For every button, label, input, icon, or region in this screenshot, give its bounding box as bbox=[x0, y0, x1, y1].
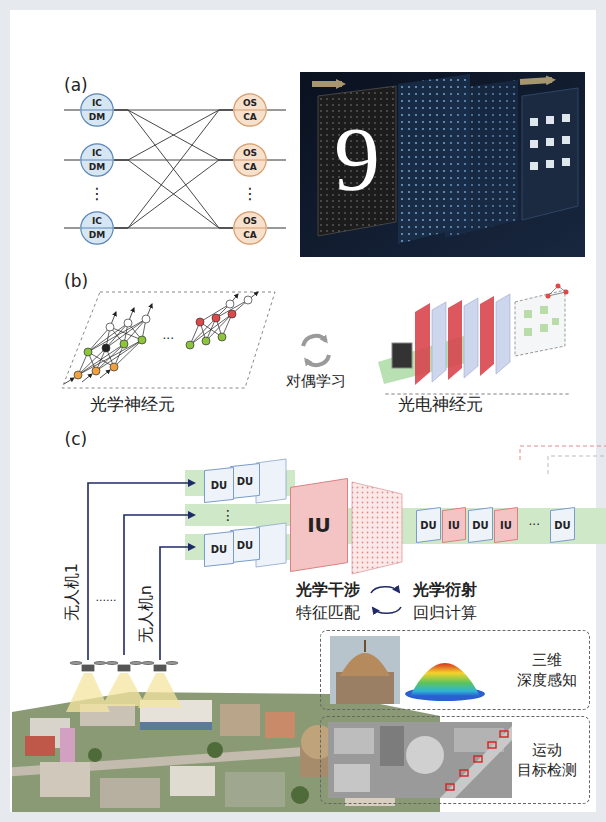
du-panel: DU bbox=[468, 507, 493, 543]
du-panel: DU bbox=[230, 463, 260, 499]
node-label: DU bbox=[472, 520, 488, 531]
text-label: ... bbox=[529, 515, 540, 529]
panel-outline bbox=[443, 508, 466, 543]
unit-circle: IC DM bbox=[80, 211, 114, 245]
circle-outline bbox=[81, 144, 113, 176]
iu-panel: IU bbox=[290, 478, 348, 572]
circle-divider bbox=[234, 160, 266, 161]
result-box: 运动 目标检测 bbox=[320, 716, 590, 804]
node-label: IC bbox=[80, 98, 114, 108]
du-panel: DU bbox=[550, 507, 575, 543]
circle-outline bbox=[234, 144, 266, 176]
node-sublabel: CA bbox=[233, 230, 267, 240]
node-label: 三维 深度感知 bbox=[512, 650, 581, 691]
node-label: 运动 目标检测 bbox=[512, 740, 581, 781]
text-label: 9 bbox=[334, 107, 380, 213]
circle-divider bbox=[81, 110, 113, 111]
node-label: IU bbox=[500, 520, 512, 531]
circle-outline bbox=[234, 94, 266, 126]
result-box: 三维 深度感知 bbox=[320, 630, 590, 710]
panel-outline bbox=[551, 508, 575, 543]
node-sublabel: DM bbox=[80, 162, 114, 172]
connector-line bbox=[114, 160, 233, 228]
circle-divider bbox=[234, 110, 266, 111]
connector-line bbox=[114, 110, 233, 228]
node-label: IC bbox=[80, 148, 114, 158]
connector-line bbox=[114, 110, 233, 111]
text-label: ⋮ bbox=[221, 507, 235, 523]
circle-outline bbox=[81, 212, 113, 244]
node-sublabel: CA bbox=[233, 112, 267, 122]
node-label: DU bbox=[420, 520, 436, 531]
du-panel: DU bbox=[416, 507, 441, 543]
circle-outline bbox=[81, 94, 113, 126]
node-label: DU bbox=[237, 540, 253, 551]
text-label: ... bbox=[163, 329, 174, 343]
connector-line bbox=[114, 110, 233, 228]
text-label: (a) bbox=[64, 76, 88, 96]
text-label: ⋮ bbox=[89, 185, 105, 203]
unit-circle: OS CA bbox=[233, 93, 267, 127]
du-panel: DU bbox=[230, 527, 260, 563]
panel-outline bbox=[495, 508, 518, 543]
unit-circle: IC DM bbox=[80, 143, 114, 177]
text-label: (c) bbox=[65, 430, 88, 450]
panel-outline bbox=[291, 479, 348, 572]
node-label: OS bbox=[233, 148, 267, 158]
iu-panel: IU bbox=[442, 507, 466, 543]
circle-outline bbox=[234, 212, 266, 244]
node-label: OS bbox=[233, 216, 267, 226]
node-label: OS bbox=[233, 98, 267, 108]
node-label: DU bbox=[554, 520, 570, 531]
text-label: 光电神经元 bbox=[398, 395, 483, 415]
node-sublabel: DM bbox=[80, 112, 114, 122]
node-label: DU bbox=[237, 476, 253, 487]
node-label: DU bbox=[211, 544, 227, 555]
text-label: (b) bbox=[64, 272, 88, 292]
text-label: 对偶学习 bbox=[286, 373, 346, 390]
text-label: 光学干涉 bbox=[296, 581, 360, 599]
node-label: IU bbox=[307, 514, 331, 536]
text-label: 特征匹配 bbox=[296, 604, 360, 622]
iu-panel: IU bbox=[494, 507, 518, 543]
unit-circle: IC DM bbox=[80, 93, 114, 127]
node-sublabel: CA bbox=[233, 162, 267, 172]
node-label: DU bbox=[211, 480, 227, 491]
connector-line bbox=[114, 160, 233, 161]
connector-line bbox=[114, 228, 233, 229]
circle-divider bbox=[234, 228, 266, 229]
text-label: 光学衍射 bbox=[413, 581, 477, 599]
du-panel: DU bbox=[204, 467, 234, 503]
panel-outline bbox=[469, 508, 493, 543]
panel-outline bbox=[231, 528, 260, 563]
panel-outline bbox=[205, 468, 234, 503]
unit-circle: OS CA bbox=[233, 143, 267, 177]
panel-outline bbox=[231, 464, 260, 499]
connector-line bbox=[114, 160, 233, 228]
node-label: IU bbox=[448, 520, 460, 531]
unit-circle: OS CA bbox=[233, 211, 267, 245]
connector-line bbox=[114, 110, 233, 160]
connector-line bbox=[114, 110, 233, 160]
text-label: 光学神经元 bbox=[90, 395, 175, 415]
circle-divider bbox=[81, 160, 113, 161]
panel-outline bbox=[205, 532, 234, 567]
text-label: 回归计算 bbox=[413, 604, 477, 622]
du-panel: DU bbox=[204, 531, 234, 567]
text-label: 无人机n bbox=[137, 585, 155, 643]
panel-outline bbox=[417, 508, 441, 543]
text-label: 无人机1 bbox=[63, 563, 81, 621]
node-label: IC bbox=[80, 216, 114, 226]
node-sublabel: DM bbox=[80, 230, 114, 240]
text-label: ...... bbox=[96, 592, 117, 605]
circle-divider bbox=[81, 228, 113, 229]
text-label: ⋮ bbox=[242, 185, 258, 203]
